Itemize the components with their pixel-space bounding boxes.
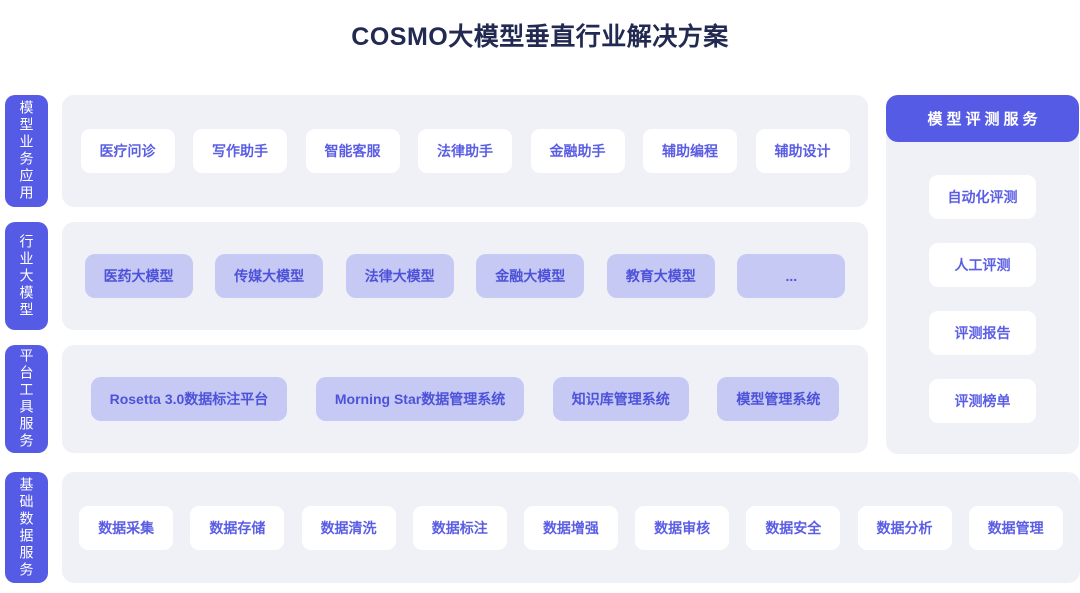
row-panel-platform-tool-services: Rosetta 3.0数据标注平台 Morning Star数据管理系统知识库管理… — [62, 345, 868, 453]
row-label-basic-data-services: 基础数据服务 — [5, 472, 48, 583]
chip: 知识库管理系统 — [552, 377, 689, 421]
row-label-platform-tool-services: 平台工具服务 — [5, 345, 48, 453]
chip: 数据增强 — [523, 505, 618, 550]
evaluation-panel-body: 自动化评测人工评测评测报告评测榜单 — [886, 142, 1079, 454]
chip: 数据标注 — [412, 505, 507, 550]
chip: 数据管理 — [968, 505, 1063, 550]
chip: 数据审核 — [635, 505, 730, 550]
chip: 智能客服 — [305, 129, 400, 173]
chip: Morning Star数据管理系统 — [315, 377, 525, 421]
chip: 数据分析 — [857, 505, 952, 550]
row-panel-model-business-applications: 医疗问诊写作助手智能客服法律助手金融助手辅助编程辅助设计 — [62, 95, 868, 207]
chip: 人工评测 — [929, 243, 1036, 287]
chip: 数据清洗 — [301, 505, 396, 550]
chip: 法律助手 — [418, 129, 512, 173]
chip: 评测报告 — [929, 311, 1036, 355]
evaluation-panel-header: 模型评测服务 — [886, 95, 1079, 142]
chip: 金融大模型 — [476, 254, 585, 298]
chip: 自动化评测 — [929, 175, 1036, 219]
row-panel-basic-data-services: 数据采集数据存储数据清洗数据标注数据增强数据审核数据安全数据分析数据管理 — [62, 472, 1080, 583]
chip: 数据存储 — [190, 505, 285, 550]
chip: 传媒大模型 — [215, 254, 324, 298]
chip: 模型管理系统 — [717, 377, 840, 421]
chip: 法律大模型 — [345, 254, 454, 298]
row-panel-industry-large-models: 医药大模型传媒大模型法律大模型金融大模型教育大模型... — [62, 222, 868, 330]
chip: 数据安全 — [746, 505, 841, 550]
chip: Rosetta 3.0数据标注平台 — [90, 377, 288, 421]
row-label-industry-large-models: 行业大模型 — [5, 222, 48, 330]
chip: 写作助手 — [193, 129, 287, 173]
row-label-model-business-applications: 模型业务应用 — [5, 95, 48, 207]
chip: 辅助设计 — [755, 129, 850, 173]
chip: 金融助手 — [530, 129, 625, 173]
chip: ... — [737, 254, 846, 298]
chip: 数据采集 — [79, 505, 174, 550]
chip: 评测榜单 — [929, 379, 1036, 423]
chip: 医疗问诊 — [80, 129, 175, 173]
evaluation-panel: 模型评测服务 自动化评测人工评测评测报告评测榜单 — [886, 95, 1079, 454]
chip: 教育大模型 — [606, 254, 715, 298]
chip: 医药大模型 — [84, 254, 193, 298]
page-title: COSMO大模型垂直行业解决方案 — [351, 23, 729, 51]
chip: 辅助编程 — [643, 129, 737, 173]
